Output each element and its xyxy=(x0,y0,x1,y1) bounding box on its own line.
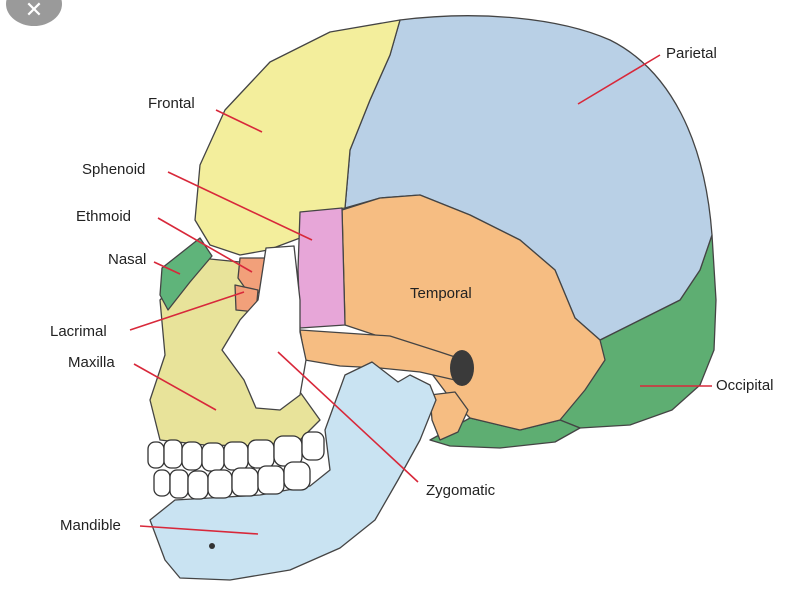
teeth xyxy=(147,431,325,500)
leader-zygomatic xyxy=(277,351,419,483)
leader-parietal xyxy=(577,54,661,105)
sphenoid-bone xyxy=(297,207,346,329)
tooth xyxy=(187,470,209,500)
label-sphenoid: Sphenoid xyxy=(82,161,145,178)
label-mandible: Mandible xyxy=(60,517,121,534)
tooth xyxy=(301,431,325,461)
tooth xyxy=(231,467,259,497)
label-frontal: Frontal xyxy=(148,95,195,112)
ear-canal xyxy=(450,350,474,386)
tooth xyxy=(153,469,171,497)
leader-ethmoid xyxy=(157,217,253,273)
zygomatic-bone xyxy=(221,245,307,411)
tooth xyxy=(283,461,311,491)
label-zygomatic: Zygomatic xyxy=(426,482,496,499)
mandible-bone xyxy=(149,361,437,581)
tooth xyxy=(257,465,285,495)
zygomatic-arch xyxy=(299,329,471,381)
leader-sphenoid xyxy=(167,171,313,241)
label-occipital: Occipital xyxy=(716,377,774,394)
leader-frontal xyxy=(215,109,263,133)
tooth xyxy=(207,469,233,499)
tooth xyxy=(147,441,165,469)
frontal-bone xyxy=(194,19,401,256)
leader-lacrimal xyxy=(129,291,245,331)
leader-maxilla xyxy=(133,363,217,411)
tooth xyxy=(223,441,249,471)
mastoid-process xyxy=(429,391,469,441)
tooth xyxy=(247,439,275,469)
label-nasal: Nasal xyxy=(108,251,146,268)
leader-nasal xyxy=(153,261,181,275)
leader-mandible xyxy=(139,525,259,535)
nasal-bone xyxy=(159,237,213,311)
tooth xyxy=(181,441,203,471)
label-lacrimal: Lacrimal xyxy=(50,323,107,340)
tooth xyxy=(201,442,225,472)
mental-foramen xyxy=(209,543,215,549)
label-maxilla: Maxilla xyxy=(68,354,115,371)
label-parietal: Parietal xyxy=(666,45,717,62)
label-ethmoid: Ethmoid xyxy=(76,208,131,225)
tooth xyxy=(169,469,189,499)
leader-lines xyxy=(129,54,712,535)
label-temporal: Temporal xyxy=(410,285,472,302)
tooth xyxy=(163,439,183,469)
close-icon: ✕ xyxy=(24,0,44,23)
